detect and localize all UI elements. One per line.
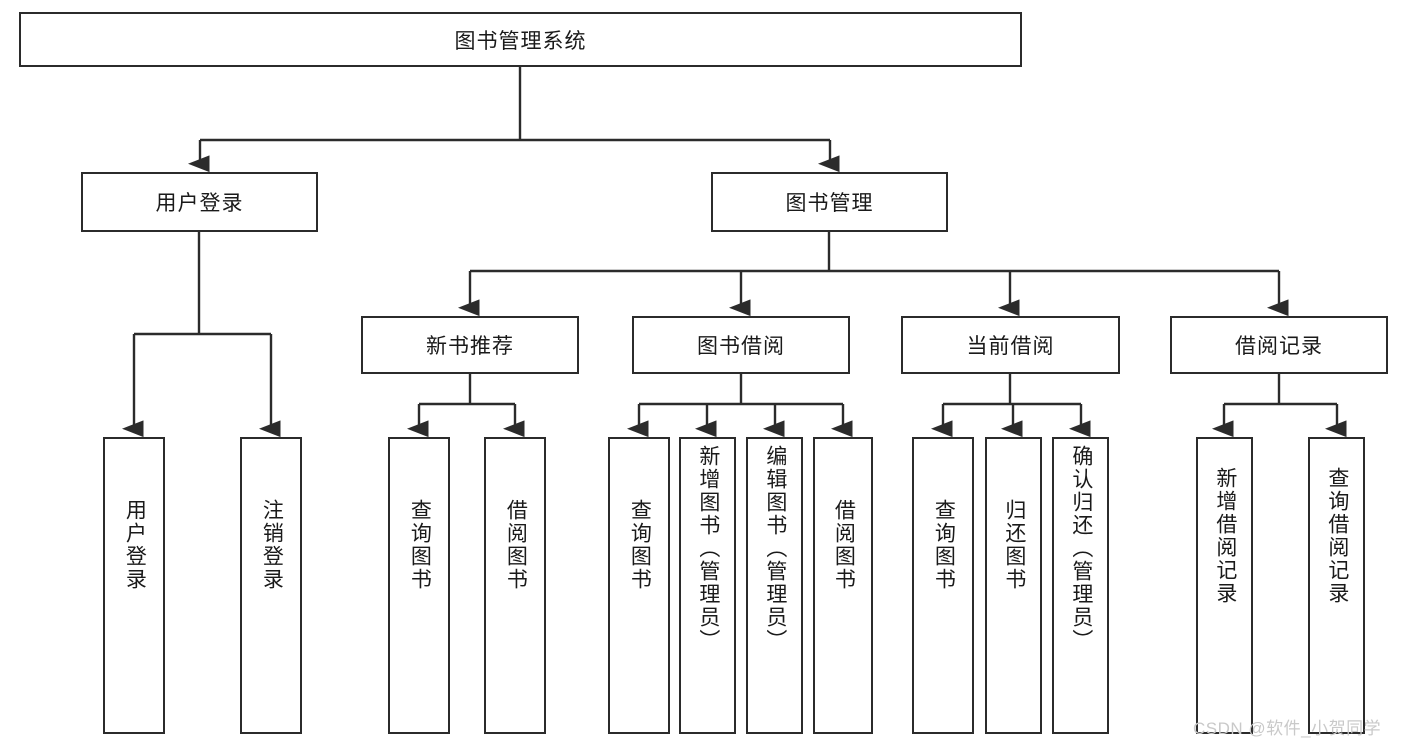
node-root[interactable]: 图书管理系统 [19,12,1022,67]
csdn-watermark: CSDN @软件_小贺同学 [1193,719,1382,738]
node-new-book-recommend-label: 新书推荐 [426,335,514,358]
node-root-label: 图书管理系统 [454,29,587,53]
node-leaf-edit-book[interactable]: 编辑图书（管理员） [746,437,803,734]
node-leaf-query-book-recommend[interactable]: 查询图书 [388,437,450,734]
node-leaf-return-book-label: 归还图书 [1002,499,1026,591]
node-leaf-add-book[interactable]: 新增图书（管理员） [679,437,736,734]
node-new-book-recommend[interactable]: 新书推荐 [361,316,579,374]
node-leaf-user-login-label: 用户登录 [123,499,147,591]
node-leaf-query-book-borrow-label: 查询图书 [628,499,652,591]
node-leaf-user-login[interactable]: 用户登录 [103,437,165,734]
node-leaf-confirm-return[interactable]: 确认归还（管理员） [1052,437,1109,734]
node-leaf-logout-label: 注销登录 [260,499,284,591]
node-leaf-query-book-recommend-label: 查询图书 [408,499,432,591]
node-leaf-add-book-label: 新增图书（管理员） [696,445,720,652]
node-leaf-return-book[interactable]: 归还图书 [985,437,1042,734]
node-current-borrow[interactable]: 当前借阅 [901,316,1120,374]
node-leaf-borrow-book-recommend[interactable]: 借阅图书 [484,437,546,734]
node-current-borrow-label: 当前借阅 [966,335,1055,358]
node-book-borrow-label: 图书借阅 [697,335,785,358]
node-book-borrow[interactable]: 图书借阅 [632,316,850,374]
node-borrow-records[interactable]: 借阅记录 [1170,316,1388,374]
node-leaf-query-book-borrow[interactable]: 查询图书 [608,437,670,734]
node-book-management[interactable]: 图书管理 [711,172,948,232]
node-leaf-edit-book-label: 编辑图书（管理员） [763,445,787,652]
node-leaf-add-borrow-record-label: 新增借阅记录 [1213,467,1237,605]
node-leaf-query-borrow-record-label: 查询借阅记录 [1325,467,1349,605]
node-book-management-label: 图书管理 [785,192,874,215]
node-leaf-logout[interactable]: 注销登录 [240,437,302,734]
node-leaf-query-borrow-record[interactable]: 查询借阅记录 [1308,437,1365,734]
node-leaf-query-book-current[interactable]: 查询图书 [912,437,974,734]
node-user-login-label: 用户登录 [155,192,244,215]
node-leaf-add-borrow-record[interactable]: 新增借阅记录 [1196,437,1253,734]
node-leaf-query-book-current-label: 查询图书 [932,499,956,591]
node-leaf-borrow-book-label: 借阅图书 [832,499,856,591]
node-borrow-records-label: 借阅记录 [1235,335,1323,358]
node-leaf-confirm-return-label: 确认归还（管理员） [1069,445,1093,652]
node-leaf-borrow-book-recommend-label: 借阅图书 [504,499,528,591]
node-user-login[interactable]: 用户登录 [81,172,318,232]
node-leaf-borrow-book[interactable]: 借阅图书 [813,437,873,734]
